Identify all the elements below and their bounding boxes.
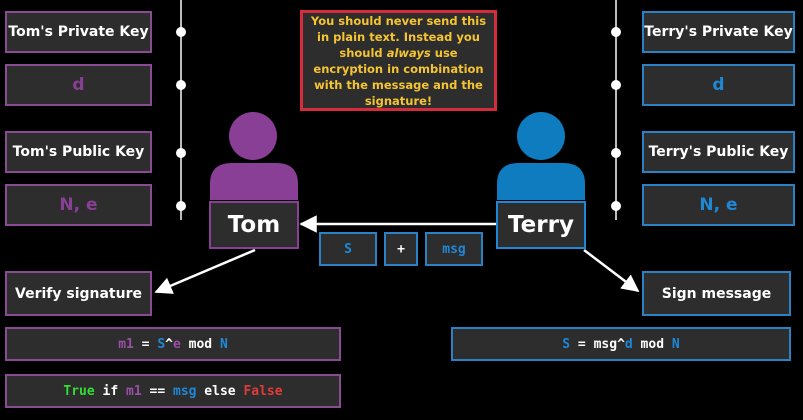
tom-public-key-label: Tom's Public Key bbox=[5, 131, 152, 173]
tom-private-key-value: d bbox=[5, 64, 152, 106]
tom-line-dot bbox=[176, 201, 186, 211]
sign-message-text: Sign message bbox=[661, 285, 772, 302]
terry-line-dot bbox=[611, 80, 621, 90]
terry-name: Terry bbox=[508, 212, 574, 238]
formula-caret: ^ bbox=[165, 336, 173, 352]
tom-formula-box: m1 = S^e mod N bbox=[5, 327, 341, 361]
terry-to-sign-arrow bbox=[583, 249, 640, 293]
formula-N: N bbox=[219, 336, 228, 352]
tom-private-key-value-text: d bbox=[72, 75, 85, 95]
sign-mod: mod bbox=[632, 336, 672, 352]
msg-text: msg bbox=[442, 241, 466, 257]
tom-line-dot bbox=[176, 27, 186, 37]
tom-to-verify-arrow bbox=[154, 248, 256, 294]
tom-check-box: True if m1 == msg else False bbox=[5, 374, 341, 408]
terry-public-key-value: N, e bbox=[642, 184, 795, 226]
terry-name-box: Terry bbox=[496, 201, 586, 249]
terry-formula: S = msg^d mod N bbox=[562, 337, 679, 352]
warning-note: You should never send this in plain text… bbox=[300, 10, 497, 111]
formula-S: S bbox=[157, 336, 166, 352]
warning-text: You should never send this in plain text… bbox=[309, 13, 488, 109]
plus-box: + bbox=[384, 232, 418, 266]
check-eqeq: == bbox=[141, 383, 173, 399]
signature-box: S bbox=[319, 232, 377, 266]
msg-box: msg bbox=[425, 232, 483, 266]
terry-private-key-value: d bbox=[642, 64, 795, 106]
verify-signature-text: Verify signature bbox=[15, 285, 142, 302]
tom-name: Tom bbox=[227, 212, 281, 238]
terry-formula-box: S = msg^d mod N bbox=[451, 327, 791, 361]
terry-line-dot bbox=[611, 27, 621, 37]
terry-line-dot bbox=[611, 148, 621, 158]
formula-mod: mod bbox=[180, 336, 220, 352]
check-if: if bbox=[94, 383, 127, 399]
check-true: True bbox=[63, 383, 95, 399]
verify-signature-box: Verify signature bbox=[5, 271, 152, 316]
warning-line2: use encryption in combination with the m… bbox=[313, 45, 484, 108]
sign-S: S bbox=[562, 336, 571, 352]
tom-person-icon bbox=[210, 112, 298, 200]
sign-msg: msg bbox=[593, 336, 618, 352]
tom-public-key-label-text: Tom's Public Key bbox=[12, 144, 145, 160]
sign-eq: = bbox=[570, 336, 594, 352]
tom-check: True if m1 == msg else False bbox=[63, 384, 282, 399]
tom-private-key-label: Tom's Private Key bbox=[5, 11, 152, 53]
terry-private-key-value-text: d bbox=[712, 75, 725, 95]
terry-line-dot bbox=[611, 201, 621, 211]
plus-text: + bbox=[397, 241, 405, 257]
terry-public-key-label: Terry's Public Key bbox=[642, 131, 795, 173]
sign-caret: ^ bbox=[617, 336, 625, 352]
terry-key-line bbox=[615, 0, 617, 220]
sign-message-box: Sign message bbox=[642, 271, 791, 316]
tom-name-box: Tom bbox=[209, 201, 299, 249]
terry-private-key-label-text: Terry's Private Key bbox=[644, 24, 793, 40]
tom-public-key-value: N, e bbox=[5, 184, 152, 226]
warning-emphasis: always bbox=[386, 45, 431, 60]
formula-eq: = bbox=[133, 336, 158, 352]
tom-private-key-label-text: Tom's Private Key bbox=[8, 24, 149, 40]
check-msg: msg bbox=[173, 383, 197, 399]
check-m1: m1 bbox=[126, 383, 142, 399]
sign-N: N bbox=[671, 336, 680, 352]
check-false: False bbox=[243, 383, 283, 399]
sign-d: d bbox=[624, 336, 633, 352]
formula-m1: m1 bbox=[118, 336, 134, 352]
warning-line1: You should never send this in plain text… bbox=[310, 13, 487, 60]
tom-line-dot bbox=[176, 80, 186, 90]
terry-person-icon bbox=[497, 112, 585, 200]
tom-line-dot bbox=[176, 148, 186, 158]
terry-public-key-label-text: Terry's Public Key bbox=[648, 144, 789, 160]
tom-formula: m1 = S^e mod N bbox=[118, 337, 228, 352]
formula-e: e bbox=[173, 336, 181, 352]
check-else: else bbox=[196, 383, 244, 399]
tom-public-key-value-text: N, e bbox=[59, 195, 98, 215]
terry-public-key-value-text: N, e bbox=[699, 195, 738, 215]
signature-text: S bbox=[344, 241, 352, 257]
terry-private-key-label: Terry's Private Key bbox=[642, 11, 795, 53]
tom-key-line bbox=[180, 0, 182, 220]
